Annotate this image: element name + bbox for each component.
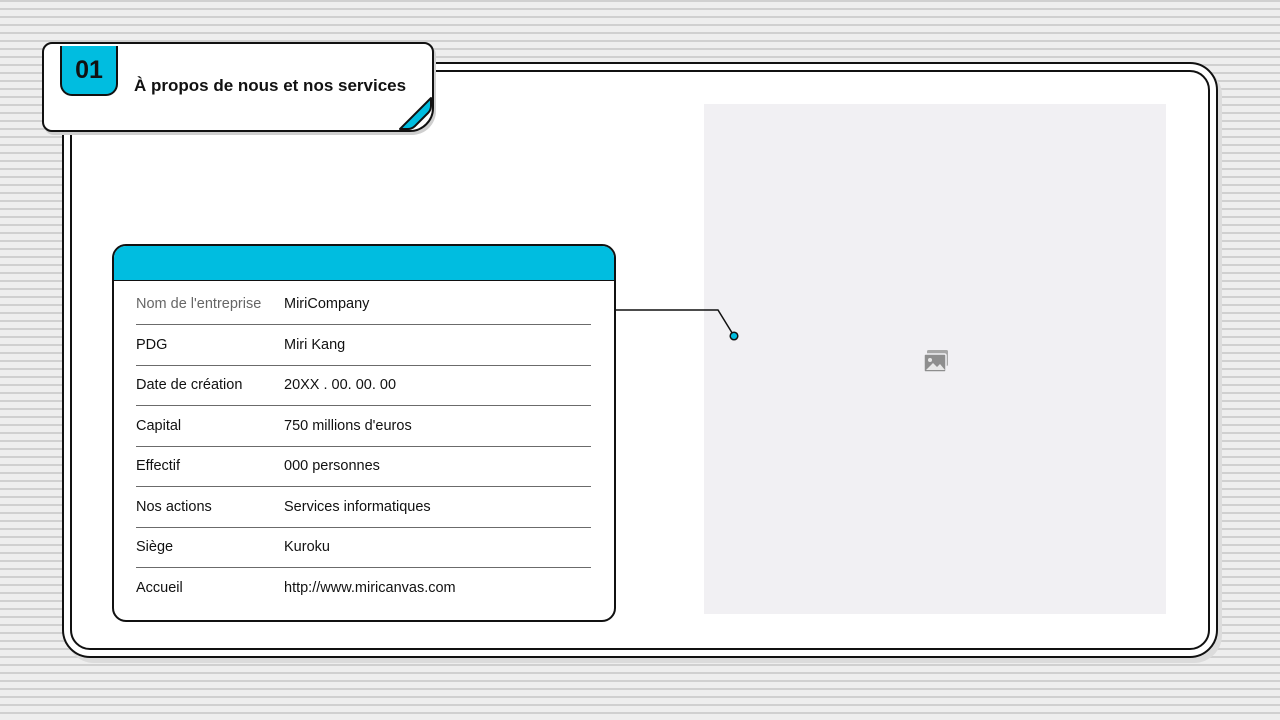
info-row-headquarters: Siège Kuroku: [136, 527, 591, 568]
info-row-activities: Nos actions Services informatiques: [136, 487, 591, 528]
card-header-bar: [114, 246, 614, 281]
callout-connector: [610, 309, 739, 341]
row-value: 750 millions d'euros: [284, 418, 412, 434]
homepage-link[interactable]: http://www.miricanvas.com: [284, 580, 456, 596]
row-label: Nos actions: [136, 499, 212, 515]
info-row-company-name: Nom de l'entreprise MiriCompany: [136, 284, 591, 325]
slide-title: À propos de nous et nos services: [134, 76, 407, 95]
info-row-founding-date: Date de création 20XX . 00. 00. 00: [136, 365, 591, 406]
company-info-card: Nom de l'entreprise MiriCompany PDG Miri…: [112, 244, 616, 622]
info-row-homepage: Accueil http://www.miricanvas.com: [136, 568, 591, 608]
row-value: Kuroku: [284, 539, 330, 555]
info-row-ceo: PDG Miri Kang: [136, 325, 591, 366]
row-label: Effectif: [136, 458, 181, 474]
info-row-capital: Capital 750 millions d'euros: [136, 406, 591, 447]
row-value: Services informatiques: [284, 499, 431, 515]
row-label: Nom de l'entreprise: [136, 296, 262, 312]
row-label: Date de création: [136, 377, 243, 393]
image-placeholder-icon[interactable]: [922, 348, 950, 374]
row-value: MiriCompany: [284, 296, 370, 312]
row-label: Siège: [136, 539, 174, 555]
row-value: 20XX . 00. 00. 00: [284, 377, 397, 393]
row-label: PDG: [136, 337, 168, 353]
row-label: Accueil: [136, 580, 183, 596]
row-label: Capital: [136, 418, 182, 434]
folded-corner-decoration: [399, 97, 432, 130]
slide-number-badge: 01: [60, 46, 118, 96]
row-value: 000 personnes: [284, 458, 380, 474]
row-value: Miri Kang: [284, 337, 346, 353]
info-row-headcount: Effectif 000 personnes: [136, 446, 591, 487]
